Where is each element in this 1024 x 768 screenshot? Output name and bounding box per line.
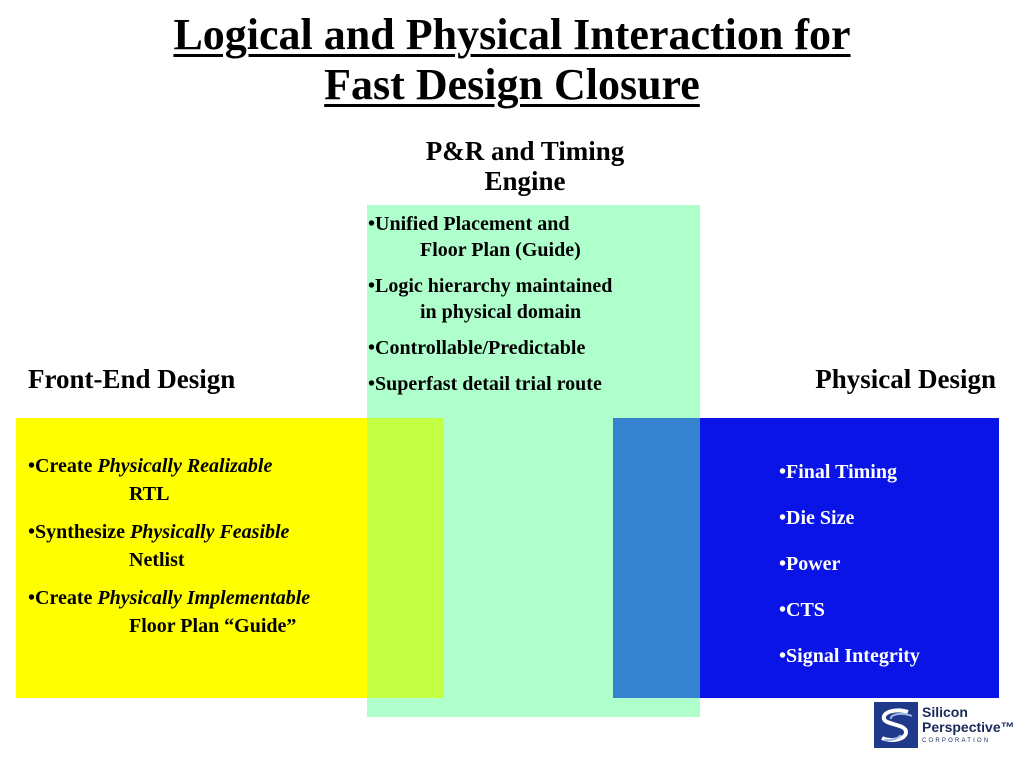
list-item: •Final Timing [779, 460, 989, 484]
list-item: •Logic hierarchy maintained in physical … [368, 274, 698, 324]
item-emphasis: Physically Feasible [130, 521, 290, 543]
physical-design-heading: Physical Design [815, 364, 996, 394]
list-item: •Die Size [779, 506, 989, 530]
list-item: •Controllable/Predictable [368, 336, 698, 360]
bullet: • [779, 599, 787, 621]
item-text: Die Size [786, 507, 855, 529]
bullet: • [28, 587, 36, 609]
front-end-engine-overlap [367, 418, 443, 698]
physical-engine-overlap [613, 418, 700, 698]
item-emphasis: Physically Implementable [97, 587, 311, 609]
center-heading-line-1: P&R and Timing [425, 136, 625, 166]
item-text: Power [786, 553, 841, 575]
list-item: •Superfast detail trial route [368, 372, 698, 396]
logo-mark-icon [874, 702, 918, 748]
item-text: Synthesize [35, 521, 131, 543]
list-item: •Unified Placement and Floor Plan (Guide… [368, 212, 698, 262]
logo-text-line-1: Silicon [922, 704, 968, 720]
title-line-2: Fast Design Closure [324, 60, 700, 109]
bullet: • [368, 275, 376, 297]
list-item: •Power [779, 552, 989, 576]
item-text: Unified Placement and [375, 213, 570, 235]
item-text: Logic hierarchy maintained [375, 275, 613, 297]
item-text: Controllable/Predictable [375, 337, 586, 359]
item-text: Create [35, 455, 98, 477]
physical-design-feature-list: •Final Timing •Die Size •Power •CTS •Sig… [779, 460, 989, 690]
item-emphasis: Physically Realizable [97, 455, 273, 477]
bullet: • [368, 213, 376, 235]
list-item: •Synthesize Physically Feasible Netlist [28, 520, 398, 572]
bullet: • [779, 645, 787, 667]
bullet: • [28, 455, 36, 477]
bullet: • [368, 337, 376, 359]
front-end-design-heading: Front-End Design [28, 364, 236, 394]
slide-title: Logical and Physical Interaction for Fas… [0, 10, 1024, 110]
item-text: Create [35, 587, 98, 609]
bullet: • [779, 507, 787, 529]
item-text: Superfast detail trial route [375, 373, 602, 395]
list-item: •Signal Integrity [779, 644, 989, 668]
list-item: •CTS [779, 598, 989, 622]
item-text: CTS [786, 599, 825, 621]
bullet: • [28, 521, 36, 543]
item-continuation: RTL [129, 483, 170, 505]
item-continuation: Netlist [129, 549, 185, 571]
logo-text-line-3: CORPORATION [922, 738, 991, 744]
bullet: • [368, 373, 376, 395]
title-line-1: Logical and Physical Interaction for [173, 10, 851, 59]
engine-feature-list: •Unified Placement and Floor Plan (Guide… [368, 212, 698, 408]
list-item: •Create Physically Realizable RTL [28, 454, 398, 506]
front-end-feature-list: •Create Physically Realizable RTL •Synth… [28, 454, 398, 652]
list-item: •Create Physically Implementable Floor P… [28, 586, 398, 638]
center-heading-line-2: Engine [484, 166, 566, 196]
item-continuation: in physical domain [420, 301, 582, 323]
bullet: • [779, 553, 787, 575]
item-continuation: Floor Plan (Guide) [420, 239, 581, 261]
item-text: Final Timing [786, 461, 897, 483]
pr-timing-engine-heading: P&R and Timing Engine [362, 136, 688, 196]
item-text: Signal Integrity [786, 645, 920, 667]
item-continuation: Floor Plan “Guide” [129, 615, 297, 637]
logo-text-line-2: Perspective™ [922, 719, 1015, 735]
company-logo: Silicon Perspective™ CORPORATION [874, 702, 1015, 750]
bullet: • [779, 461, 787, 483]
